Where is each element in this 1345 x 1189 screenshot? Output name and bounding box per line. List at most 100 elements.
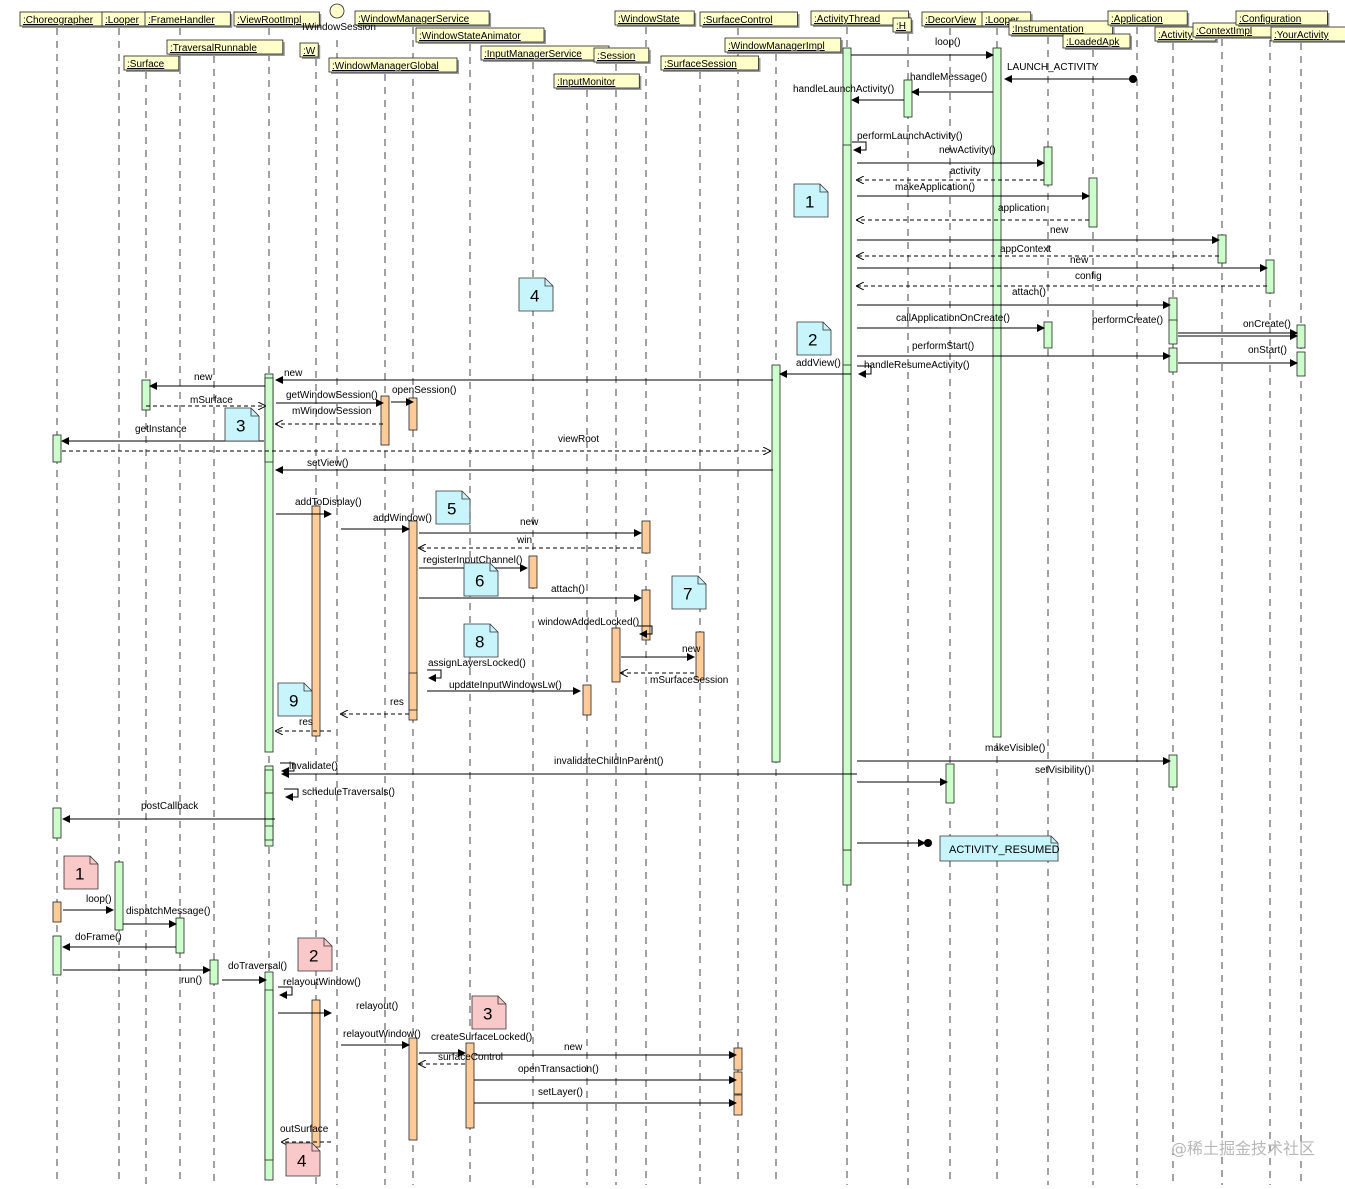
message-label: handleMessage() [910, 72, 987, 83]
activation-bar [1217, 234, 1227, 264]
message-label: loop() [86, 894, 112, 905]
activation-bar [733, 1071, 743, 1095]
message-label: assignLayersLocked() [428, 658, 526, 669]
message: dispatchMessage() [123, 906, 210, 928]
activation-bar [528, 555, 538, 589]
message: updateInputWindowsLw() [427, 680, 581, 695]
activation-bar [175, 917, 185, 954]
participant-windowstate: :WindowState [614, 10, 697, 27]
participant-label: :Activity [1158, 30, 1192, 41]
message-label: onCreate() [1243, 319, 1291, 330]
participant-label: :H [896, 21, 906, 32]
message-label: attach() [1012, 287, 1046, 298]
message: doTraversal() [222, 961, 287, 984]
participant-label: :Configuration [1239, 14, 1301, 25]
participant-label: :Choreographer [23, 15, 94, 26]
participant-application: :Application [1107, 10, 1190, 27]
message-label: setVisibility() [1035, 765, 1091, 776]
step-note-label: 5 [447, 500, 456, 519]
activation-bar [52, 807, 62, 839]
message: addWindow() [341, 513, 432, 533]
message: setLayer() [474, 1087, 737, 1107]
message: createSurfaceLocked() [419, 1032, 532, 1057]
activation-bar [992, 47, 1002, 738]
message-label: addToDisplay() [295, 497, 362, 508]
participant-wmimpl: :WindowManagerImpl [724, 37, 843, 54]
participant-label: :WindowStateAnimator [419, 31, 521, 42]
message-label: viewRoot [558, 434, 599, 445]
message-label: win [516, 535, 532, 546]
participant-label: :ActivityThread [814, 14, 880, 25]
message-label: appContext [1000, 244, 1051, 255]
message: outSurface [280, 1124, 331, 1142]
message: activity [857, 166, 1044, 180]
message-label: application [998, 203, 1046, 214]
message: performCreate() [1092, 315, 1298, 337]
participant-label: :WindowManagerService [358, 14, 470, 25]
message: attach() [419, 584, 642, 602]
participant-label: :Surface [127, 59, 165, 70]
message-label: createSurfaceLocked() [431, 1032, 532, 1043]
message-label: relayout() [356, 1001, 398, 1012]
participant-surface: :Surface [123, 55, 181, 72]
step-note: 4 [518, 277, 554, 312]
message: postCallback [62, 801, 275, 823]
participant-label: IWindowSession [302, 22, 376, 33]
activation-bar [408, 520, 418, 721]
activation-bar [52, 901, 62, 923]
message-label: performLaunchActivity() [857, 131, 963, 142]
activation-bar [1168, 297, 1178, 323]
message-label: openTransaction() [518, 1064, 599, 1075]
message-label: attach() [551, 584, 585, 595]
step-note: 2 [796, 321, 832, 356]
participant-iwindowsession: IWindowSession [302, 3, 376, 33]
message: relayout() [278, 1001, 398, 1017]
activation-bar [1168, 754, 1178, 788]
activation-bar [695, 631, 705, 681]
message: onStart() [1178, 345, 1298, 367]
message-label: makeVisible() [985, 743, 1045, 754]
participant-label: :Looper [105, 15, 140, 26]
activation-bar [52, 935, 62, 976]
step-note-label: 1 [75, 865, 84, 884]
message: scheduleTraversals() [284, 787, 395, 801]
step-note: 2 [297, 937, 333, 972]
activation-bar [114, 861, 124, 931]
participant-viewrootimpl: :ViewRootImpl [233, 11, 322, 28]
message-label: doFrame() [75, 932, 122, 943]
participant-label: :SurfaceSession [664, 59, 737, 70]
message-label: run() [181, 975, 202, 986]
message: LAUNCH_ACTIVITY [1004, 62, 1137, 83]
watermark: @稀土掘金技术社区 [1170, 1139, 1315, 1158]
end-note-label: ACTIVITY_RESUMED [949, 844, 1060, 856]
message-label: relayoutWindow() [283, 977, 361, 988]
message: new [474, 1042, 737, 1059]
participant-framehandler: :FrameHandler [144, 11, 233, 28]
message-label: newActivity() [939, 145, 996, 156]
message: mWindowSession [276, 406, 383, 424]
message: win [419, 535, 641, 548]
participant-label: :ViewRootImpl [237, 15, 301, 26]
message-label: openSession() [392, 385, 456, 396]
participant-wms: :WindowManagerService [354, 10, 492, 27]
message: attach() [857, 287, 1171, 309]
message-label: new [564, 1042, 583, 1053]
participant-session: :Session [593, 47, 651, 64]
message-label: mWindowSession [292, 406, 371, 417]
message-label: invalidateChildInParent() [554, 756, 664, 767]
message-label: handleResumeActivity() [864, 360, 970, 371]
message-label: surfaceControl [438, 1052, 503, 1063]
message-label: callApplicationOnCreate() [896, 313, 1010, 324]
message: makeVisible() [857, 743, 1171, 765]
message-label: windowAddedLocked() [537, 617, 639, 628]
message-label: invalidate() [289, 761, 338, 772]
activation-bar [1043, 146, 1053, 186]
participant-label: :Instrumentation [1012, 24, 1084, 35]
message: viewRoot [62, 434, 770, 451]
activation-bar [1296, 324, 1306, 349]
activation-bar [641, 520, 651, 554]
activation-bar [945, 763, 955, 804]
message: performLaunchActivity() [852, 131, 963, 154]
activation-bar [1043, 321, 1053, 349]
